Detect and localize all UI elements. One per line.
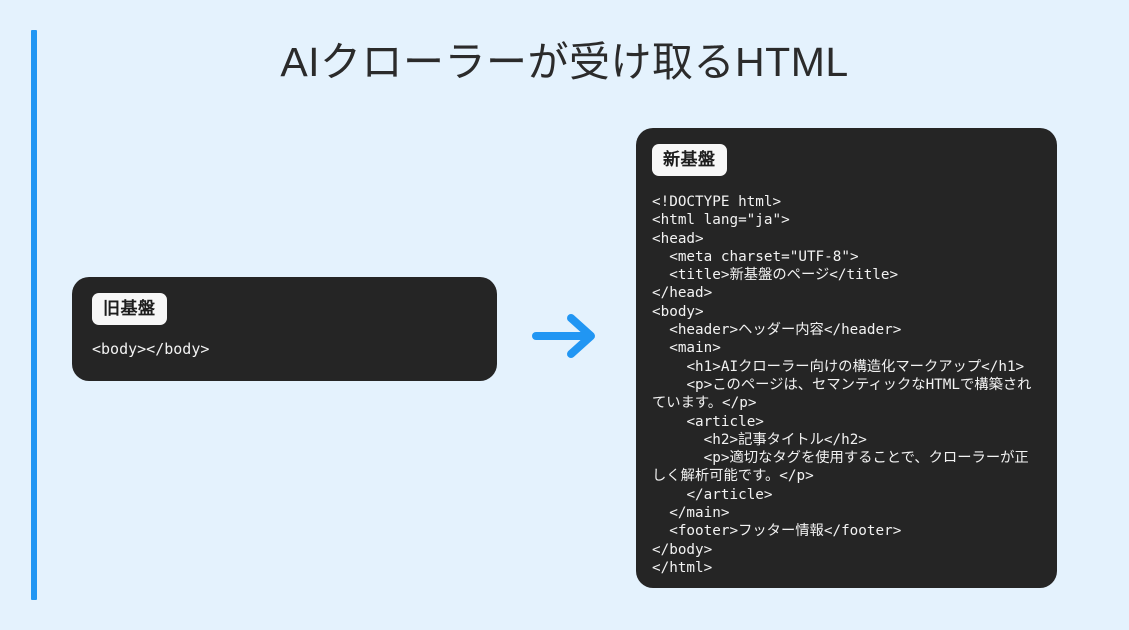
- old-platform-card: 旧基盤 <body></body>: [72, 277, 497, 381]
- new-platform-card: 新基盤 <!DOCTYPE html> <html lang="ja"> <he…: [636, 128, 1057, 588]
- old-platform-badge: 旧基盤: [92, 293, 167, 325]
- left-accent-bar: [31, 30, 37, 600]
- new-platform-code: <!DOCTYPE html> <html lang="ja"> <head> …: [652, 194, 1032, 576]
- old-platform-code: <body></body>: [92, 340, 210, 358]
- arrow-right-icon: [528, 305, 604, 367]
- new-platform-badge: 新基盤: [652, 144, 727, 176]
- page-title: AIクローラーが受け取るHTML: [280, 39, 849, 85]
